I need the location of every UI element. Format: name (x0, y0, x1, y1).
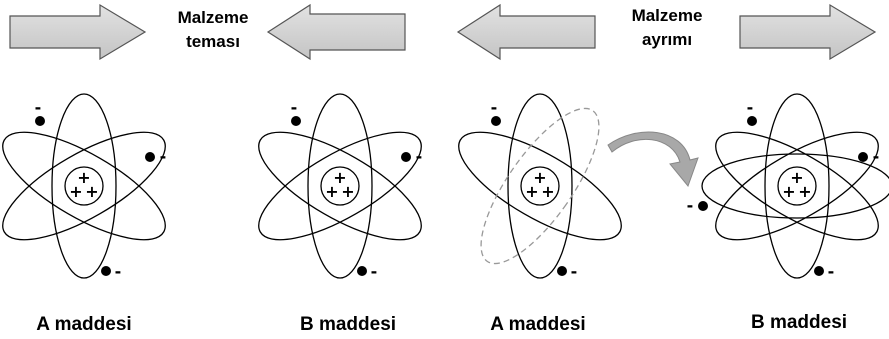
electron (145, 152, 155, 162)
electron (35, 116, 45, 126)
electron (357, 266, 367, 276)
electron-transferred (698, 201, 708, 211)
left-arrow-contact (266, 3, 406, 61)
electron-charge: - (35, 98, 42, 117)
orbit-vertical (51, 93, 117, 279)
proton-charge: + (77, 168, 90, 187)
header-contact-line1: Malzeme (177, 8, 249, 27)
header-separation: Malzeme ayrımı (607, 4, 727, 52)
atom-b-left (258, 93, 422, 279)
orbit-tilted-2 (2, 131, 166, 241)
electron-charge: - (115, 262, 122, 281)
header-separation-line2: ayrımı (641, 30, 693, 49)
orbit-tilted-2 (715, 131, 879, 241)
right-arrow-contact (9, 3, 147, 61)
orbit-dashed-lost-electron (480, 107, 600, 265)
proton-charge: + (541, 182, 554, 201)
electron-charge: - (687, 196, 694, 215)
electron-charge: - (828, 262, 835, 281)
header-contact-line2: teması (186, 32, 240, 51)
nucleus (520, 166, 560, 206)
proton-charge: + (782, 182, 795, 201)
caption-atom-b-right: B maddesi (750, 312, 848, 333)
electron (814, 266, 824, 276)
electron-transfer-arrow (607, 131, 699, 188)
proton-charge: + (69, 182, 82, 201)
nucleus (64, 166, 104, 206)
right-arrow-separation (739, 3, 877, 61)
electron-charge: - (571, 262, 578, 281)
proton-charge: + (790, 168, 803, 187)
orbit-tilted-2 (258, 131, 422, 241)
electron-charge: - (371, 262, 378, 281)
header-separation-line1: Malzeme (631, 6, 703, 25)
orbit-horizontal-new (701, 153, 889, 219)
electron-charge: - (160, 147, 167, 166)
electron-charge: - (873, 147, 880, 166)
proton-charge: + (325, 182, 338, 201)
atom-a-left (2, 93, 166, 279)
proton-charge: + (533, 168, 546, 187)
orbit-vertical (307, 93, 373, 279)
atom-a-right (458, 93, 622, 279)
orbit-tilted-1 (458, 131, 622, 241)
proton-charge: + (525, 182, 538, 201)
electron (291, 116, 301, 126)
electron-charge: - (416, 147, 423, 166)
orbit-tilted-1 (258, 131, 422, 241)
electron-charge: - (291, 98, 298, 117)
proton-charge: + (333, 168, 346, 187)
electron (557, 266, 567, 276)
electron (491, 116, 501, 126)
orbit-tilted-1 (2, 131, 166, 241)
atom-b-right (701, 93, 889, 279)
caption-atom-b-left: B maddesi (299, 314, 397, 335)
electron-charge: - (491, 98, 498, 117)
electron (858, 152, 868, 162)
caption-atom-a-left: A maddesi (36, 314, 132, 335)
header-contact: Malzeme teması (158, 6, 268, 54)
nucleus (320, 166, 360, 206)
electron (401, 152, 411, 162)
proton-charge: + (341, 182, 354, 201)
proton-charge: + (798, 182, 811, 201)
electron (747, 116, 757, 126)
orbit-tilted-1 (715, 131, 879, 241)
proton-charge: + (85, 182, 98, 201)
electron (101, 266, 111, 276)
nucleus (777, 166, 817, 206)
caption-atom-a-right: A maddesi (490, 314, 586, 335)
orbit-vertical (764, 93, 830, 279)
left-arrow-separation (456, 3, 596, 61)
electron-charge: - (747, 98, 754, 117)
orbit-vertical (507, 93, 573, 279)
